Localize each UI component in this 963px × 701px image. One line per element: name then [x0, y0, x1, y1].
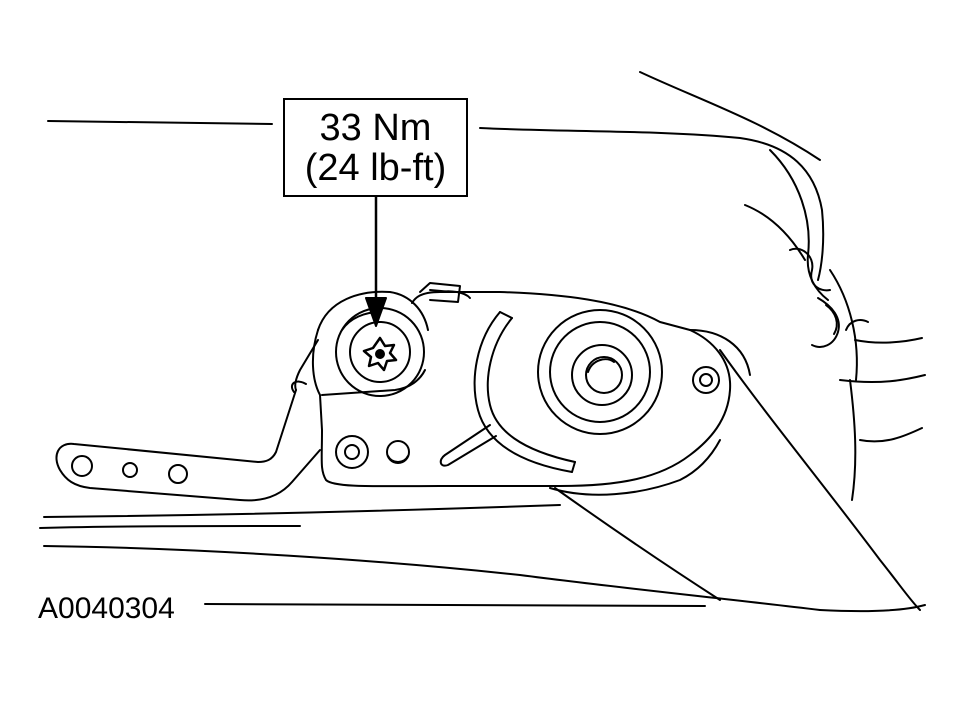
trim-panel [554, 349, 921, 611]
right-pin [692, 366, 720, 394]
belt-strap [769, 149, 869, 381]
figure-id-label: A0040304 [38, 592, 175, 625]
background-lines [39, 71, 926, 613]
torque-metric-label: 33 Nm [319, 107, 432, 149]
release-lever [55, 339, 321, 502]
torx-bolt-icon [335, 307, 425, 397]
arrow-down-icon [365, 195, 387, 327]
torque-callout-box: 33 Nm (24 lb-ft) [283, 98, 468, 197]
pivot-hub [537, 309, 663, 435]
recliner-plate [311, 282, 751, 496]
torque-imperial-label: (24 lb-ft) [304, 147, 447, 189]
adjust-slot [439, 311, 576, 473]
plate-holes [335, 435, 410, 469]
